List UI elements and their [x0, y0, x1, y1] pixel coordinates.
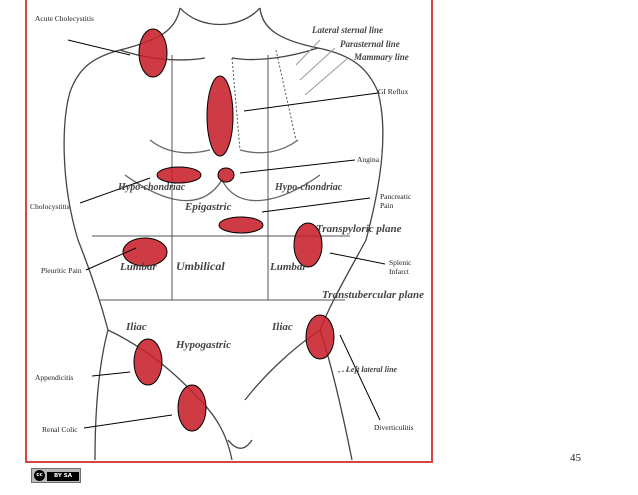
- marker-angina: [217, 167, 235, 183]
- hypochondriac-right-label: Hypo-chondriac: [274, 182, 343, 193]
- transtubercular-plane-label: Transtubercular plane: [322, 289, 424, 301]
- label-cholocystitis: Cholocystitis: [30, 202, 70, 211]
- transpyloric-plane-label: Transpyloric plane: [316, 223, 402, 235]
- label-pleuritic-pain: Pleuritic Pain: [41, 266, 82, 275]
- region-labels: Lateral sternal line Parasternal line Ma…: [117, 25, 424, 374]
- parasternal-line-label: Parasternal line: [340, 39, 400, 49]
- label-angina: Angina: [357, 155, 380, 164]
- label-appendicitis: Appendicitis: [35, 373, 74, 382]
- marker-diverticulitis: [305, 314, 335, 360]
- label-renal-colic: Renal Colic: [42, 425, 78, 434]
- marker-appendicitis: [133, 338, 163, 386]
- lumbar-right-label: Lumbar: [269, 261, 307, 273]
- iliac-left-label: Iliac: [125, 321, 147, 333]
- license-text: BY SA: [47, 472, 79, 481]
- label-acute-cholecystitis: Acute Cholecystitis: [35, 14, 94, 23]
- epigastric-label: Epigastric: [184, 201, 232, 213]
- marker-acute-cholecystitis: [138, 28, 168, 78]
- marker-cholocystitis: [156, 166, 202, 184]
- marker-pancreatic-pain: [218, 216, 264, 234]
- leader-lines: [67, 39, 386, 429]
- cc-icon: cc: [34, 470, 45, 481]
- pain-markers: [122, 28, 335, 432]
- lumbar-left-label: Lumbar: [119, 261, 157, 273]
- label-diverticulitis: Diverticulitis: [374, 423, 414, 432]
- hypogastric-label: Hypogastric: [175, 339, 231, 351]
- umbilical-label: Umbilical: [176, 259, 225, 273]
- mammary-line-label: Mammary line: [353, 52, 409, 62]
- license-badge[interactable]: cc BY SA: [31, 468, 81, 483]
- left-lateral-line-label: Left lateral line: [345, 365, 398, 374]
- label-splenic-infarct: Splenic Infarct: [389, 258, 412, 276]
- marker-gi-reflux: [206, 75, 234, 157]
- label-gi-reflux: GI Reflux: [378, 87, 409, 96]
- marker-renal-colic: [177, 384, 207, 432]
- lateral-sternal-line-label: Lateral sternal line: [311, 25, 383, 35]
- marker-pleuritic-pain: [122, 237, 168, 267]
- marker-splenic-infarct: [293, 222, 323, 268]
- page-number: 45: [570, 452, 581, 464]
- label-pancreatic-pain: Pancreatic Pain: [380, 192, 412, 210]
- hypochondriac-left-label: Hypo-chondriac: [117, 182, 186, 193]
- iliac-right-label: Iliac: [271, 321, 293, 333]
